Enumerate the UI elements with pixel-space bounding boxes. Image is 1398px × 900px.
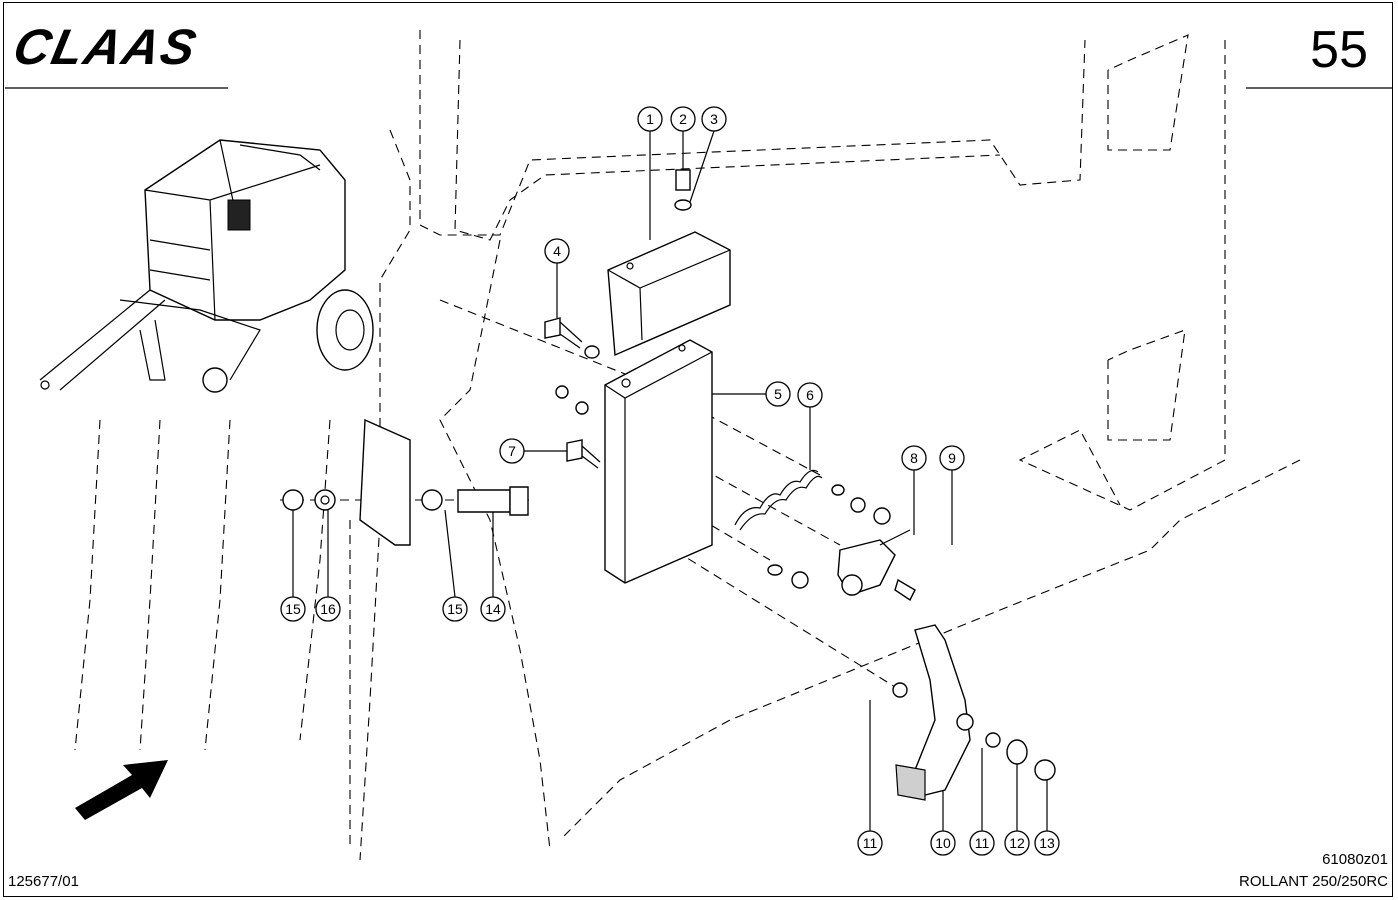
callout-11-left: 11 <box>857 830 883 856</box>
model-name: ROLLANT 250/250RC <box>1239 873 1388 890</box>
callout-10: 10 <box>930 830 956 856</box>
callout-7: 7 <box>499 438 525 464</box>
callout-4: 4 <box>544 238 570 264</box>
part-plate <box>282 418 529 546</box>
svg-text:4: 4 <box>553 243 561 259</box>
part-bolt-small <box>674 169 692 211</box>
callout-2: 2 <box>670 106 696 132</box>
baler-illustration <box>39 139 374 393</box>
frame-outline-dashed <box>74 30 1301 861</box>
svg-text:11: 11 <box>863 835 878 851</box>
page-frame <box>3 2 1393 897</box>
callout-15-right: 15 <box>442 596 468 622</box>
svg-text:16: 16 <box>320 601 336 617</box>
leader-lines <box>292 130 1048 831</box>
svg-text:12: 12 <box>1009 835 1025 851</box>
part-bracket <box>604 339 713 584</box>
callout-14: 14 <box>480 596 506 622</box>
svg-text:CLAAS: CLAAS <box>16 22 203 72</box>
svg-text:15: 15 <box>447 601 463 617</box>
part-arm <box>892 624 1056 801</box>
svg-text:5: 5 <box>774 386 782 402</box>
svg-text:10: 10 <box>935 835 951 851</box>
part-bolt-7 <box>566 439 601 469</box>
part-sensor <box>837 529 916 602</box>
callout-5: 5 <box>765 381 791 407</box>
callout-12: 12 <box>1004 830 1030 856</box>
callout-8: 8 <box>901 445 927 471</box>
callout-9: 9 <box>939 445 965 471</box>
svg-text:2: 2 <box>679 111 687 127</box>
svg-text:8: 8 <box>910 450 918 466</box>
callout-13: 13 <box>1034 830 1060 856</box>
callout-6: 6 <box>797 382 823 408</box>
svg-text:1: 1 <box>646 111 654 127</box>
page-number: 55 <box>1310 21 1368 79</box>
document-number: 125677/01 <box>8 873 79 890</box>
svg-text:7: 7 <box>508 443 516 459</box>
callout-16: 16 <box>315 596 341 622</box>
callout-1: 1 <box>637 106 663 132</box>
callout-15-left: 15 <box>280 596 306 622</box>
callout-3: 3 <box>701 106 727 132</box>
svg-text:13: 13 <box>1039 835 1055 851</box>
part-cover <box>607 231 731 357</box>
svg-text:6: 6 <box>806 387 814 403</box>
svg-text:9: 9 <box>948 450 956 466</box>
part-bolt-4 <box>544 317 600 415</box>
svg-text:15: 15 <box>285 601 301 617</box>
callout-11-right: 11 <box>969 830 995 856</box>
part-spring <box>734 469 891 589</box>
drawing-code: 61080z01 <box>1322 851 1388 868</box>
arrow-icon <box>75 760 168 820</box>
svg-text:14: 14 <box>485 601 501 617</box>
svg-text:11: 11 <box>975 835 990 851</box>
claas-logo: CLAAS <box>16 22 203 72</box>
svg-text:3: 3 <box>710 111 718 127</box>
